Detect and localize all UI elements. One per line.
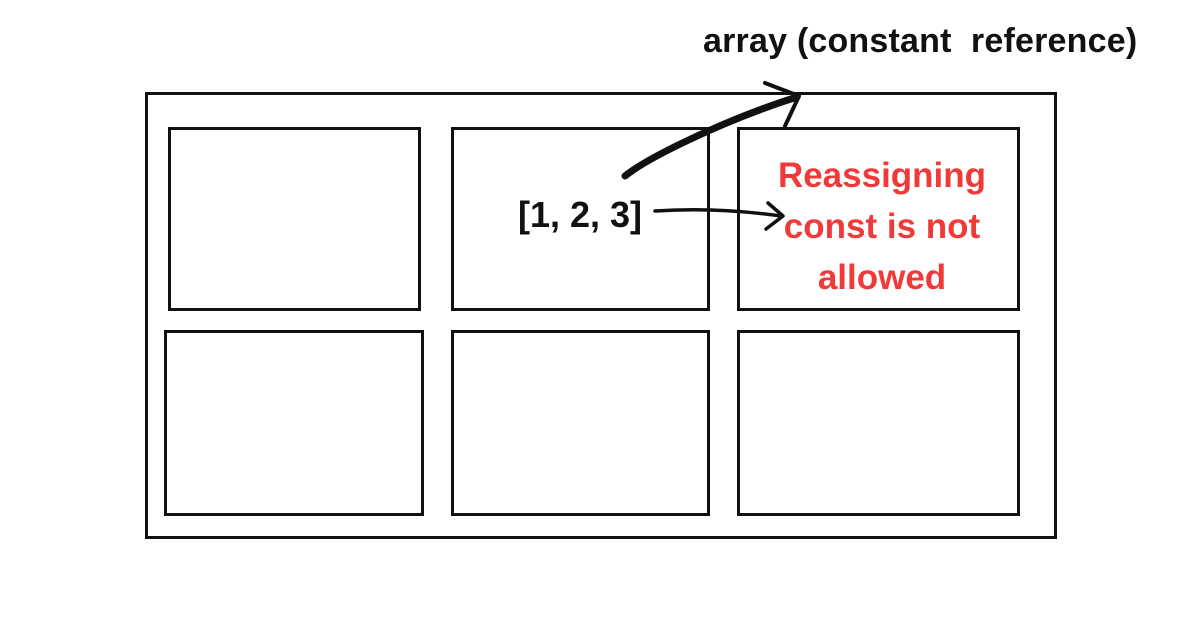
memory-cell (164, 330, 424, 516)
error-line: Reassigning (777, 156, 987, 195)
error-message: Reassigning const is not allowed (762, 150, 1002, 303)
reference-label: array (constant reference) (703, 22, 1138, 60)
error-line: const is not (783, 207, 981, 246)
array-value: [1, 2, 3] (518, 194, 643, 235)
memory-cell (451, 330, 710, 516)
memory-cell (168, 127, 421, 311)
error-line: allowed (817, 258, 947, 297)
memory-cell (737, 330, 1020, 516)
memory-cell-array (451, 127, 710, 311)
memory-cell-reassign (737, 127, 1020, 311)
memory-frame (145, 92, 1057, 539)
